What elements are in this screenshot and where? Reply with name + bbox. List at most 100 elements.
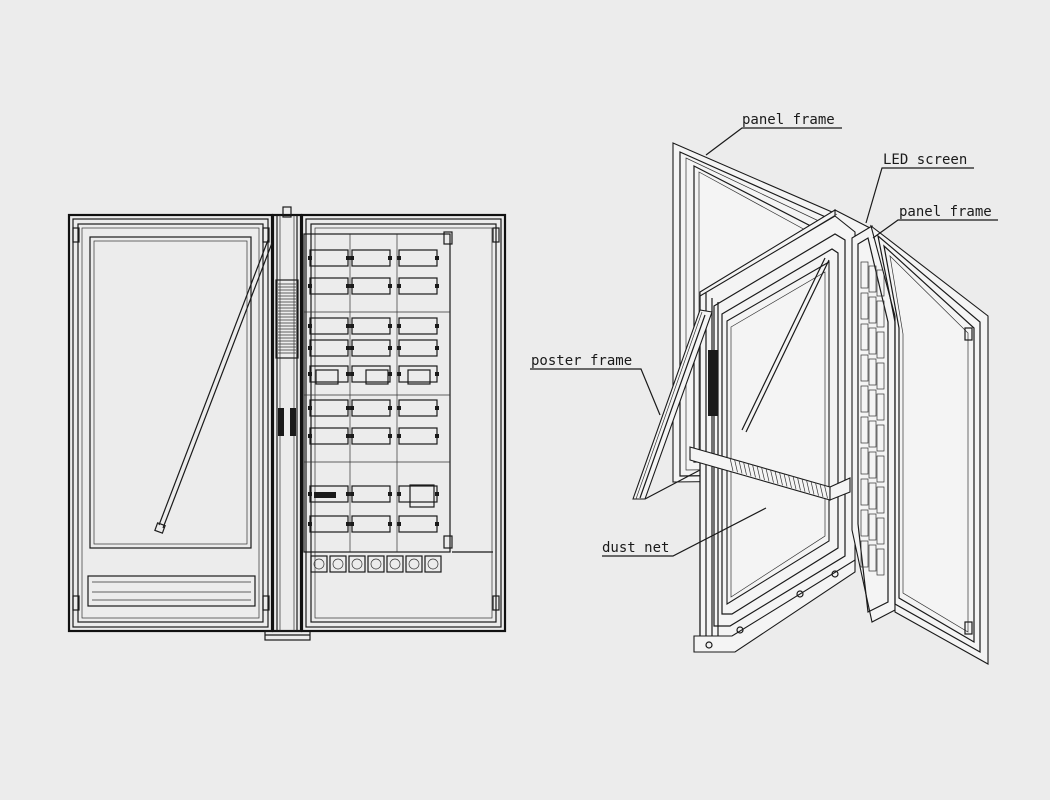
led-module [351, 317, 391, 335]
module-clip [350, 284, 354, 288]
led-module [351, 399, 391, 417]
module-clip [346, 372, 350, 376]
fan-unit [367, 555, 385, 573]
led-module [309, 427, 349, 445]
fan-blade [408, 558, 420, 570]
dust-net-slat [788, 474, 792, 488]
dust-net-slat [765, 468, 770, 482]
led-cell [860, 447, 869, 475]
dust-net-slat [797, 477, 801, 491]
led-cell [868, 420, 877, 448]
module-clip [308, 522, 312, 526]
module-clip [350, 522, 354, 526]
module-clip [346, 522, 350, 526]
fan-blade [313, 558, 325, 570]
module-clip [346, 406, 350, 410]
module-clip [388, 346, 392, 350]
led-cell [876, 517, 885, 545]
fan-blade [332, 558, 344, 570]
led-cell [876, 424, 885, 452]
led-cell [868, 482, 877, 510]
module-clip [350, 256, 354, 260]
module-clip [346, 346, 350, 350]
led-cell [868, 451, 877, 479]
led-module [398, 277, 438, 295]
fan-unit [424, 555, 442, 573]
module-clip [388, 324, 392, 328]
module-clip [435, 522, 439, 526]
led-cell [868, 358, 877, 386]
module-clip [308, 346, 312, 350]
led-screen-slab [851, 225, 896, 623]
led-module [398, 515, 438, 533]
led-module [398, 365, 438, 383]
front-elevation [67, 206, 507, 641]
led-cell [860, 385, 869, 413]
callout-led-screen: LED screen [883, 152, 967, 168]
power-unit [365, 369, 389, 385]
module-clip [397, 406, 401, 410]
module-clip [350, 346, 354, 350]
dust-net-slat [761, 467, 765, 481]
fan-unit [405, 555, 423, 573]
led-module [309, 399, 349, 417]
fan-blade [351, 558, 363, 570]
led-cell [876, 548, 885, 576]
controller-box [409, 484, 435, 508]
dust-net-slat [770, 469, 774, 483]
power-unit [407, 369, 431, 385]
right-panel-frame [870, 224, 989, 665]
module-clip [435, 492, 439, 496]
dust-net-slat [774, 470, 779, 485]
led-cell [876, 300, 885, 328]
fan-unit [329, 555, 347, 573]
led-module [398, 399, 438, 417]
led-module [351, 515, 391, 533]
module-clip [308, 434, 312, 438]
module-clip [397, 434, 401, 438]
module-clip [346, 434, 350, 438]
led-module [398, 339, 438, 357]
right-door-panel [300, 213, 507, 633]
module-clip [435, 372, 439, 376]
led-module [398, 249, 438, 267]
fan-unit [310, 555, 328, 573]
module-clip [308, 256, 312, 260]
callout-leaders [530, 127, 998, 557]
module-clip [346, 324, 350, 328]
led-cell [868, 389, 877, 417]
module-clip [397, 346, 401, 350]
fan-blade [427, 558, 439, 570]
led-module [309, 249, 349, 267]
dust-net-slat [810, 481, 815, 495]
module-clip [435, 284, 439, 288]
poster-frame-open [632, 309, 713, 500]
led-cell [860, 540, 869, 568]
led-module [351, 249, 391, 267]
module-clip [435, 434, 439, 438]
dust-net-slat [815, 482, 819, 496]
dust-net-slat [824, 485, 828, 499]
left-door-panel [67, 213, 274, 633]
module-clip [308, 492, 312, 496]
fan-unit [386, 555, 404, 573]
module-clip [388, 406, 392, 410]
dust-net-slat [783, 473, 788, 487]
led-cell [868, 544, 877, 572]
module-clip [397, 522, 401, 526]
led-module [309, 317, 349, 335]
module-clip [435, 346, 439, 350]
module-clip [308, 284, 312, 288]
callout-panel-frame-top: panel frame [742, 112, 835, 128]
module-clip [388, 372, 392, 376]
callout-poster-frame: poster frame [531, 353, 632, 369]
fan-blade [370, 558, 382, 570]
dust-net-slat [801, 478, 806, 492]
module-clip [397, 324, 401, 328]
led-module [309, 515, 349, 533]
power-unit [315, 369, 339, 385]
module-clip [388, 492, 392, 496]
module-clip [397, 492, 401, 496]
dust-net-slat [752, 464, 756, 478]
